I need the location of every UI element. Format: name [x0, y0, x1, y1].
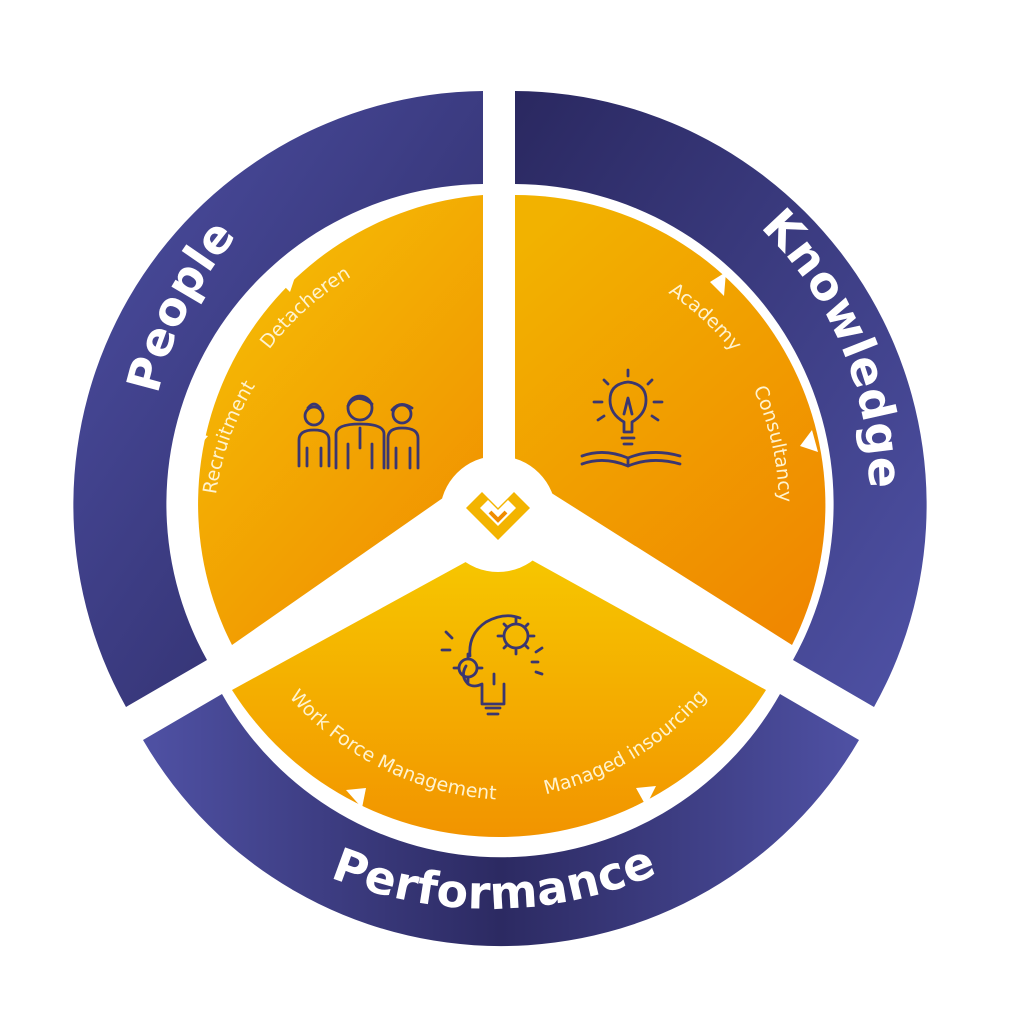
- people-ring-segment: [73, 91, 483, 707]
- performance-sector: [232, 558, 766, 837]
- knowledge-ring-segment: [515, 91, 927, 707]
- notch-arrow: [346, 788, 366, 808]
- brand-logo-icon: [466, 492, 530, 540]
- knowledge-sector: [515, 194, 826, 645]
- gears-head-icon: [440, 614, 544, 716]
- notch-arrow: [636, 786, 656, 806]
- notch-arrow: [710, 272, 726, 296]
- lightbulb-book-icon: [580, 368, 682, 468]
- performance-ring-segment: [143, 694, 859, 947]
- people-group-icon: [297, 394, 420, 470]
- notch-arrow: [800, 430, 818, 452]
- people-sector: [198, 195, 483, 645]
- notch-arrow: [278, 268, 298, 292]
- notch-arrow: [190, 432, 208, 450]
